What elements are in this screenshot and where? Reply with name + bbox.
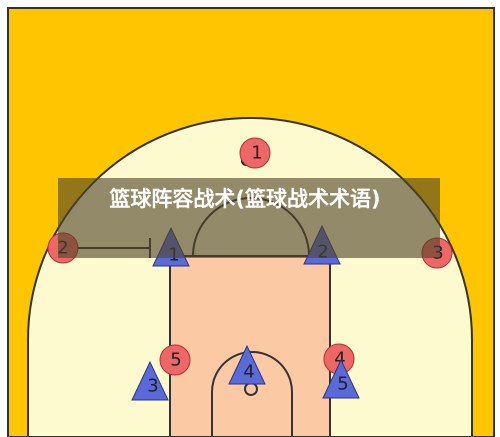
defense-player-label: 3: [147, 376, 158, 397]
offense-player-5: 5: [159, 344, 191, 376]
defense-triangle-icon: [131, 360, 169, 401]
offense-player-1: 1: [239, 137, 271, 169]
paint-key: [169, 255, 331, 437]
caption-title: 篮球阵容战术(篮球战术术语): [109, 187, 381, 211]
offense-player-label: 1: [251, 143, 262, 164]
offense-circle-icon: [239, 137, 271, 169]
caption-band: [58, 178, 440, 258]
defense-player-4: 4: [228, 344, 266, 385]
defense-player-label: 5: [337, 374, 348, 395]
defense-triangle-icon: [228, 344, 266, 385]
defense-player-3: 3: [131, 360, 169, 401]
defense-triangle-icon: [322, 358, 360, 399]
defense-player-label: 4: [243, 362, 254, 383]
restricted-arc: [211, 351, 293, 437]
offense-circle-icon: [159, 344, 191, 376]
offense-player-label: 5: [170, 350, 181, 371]
defense-player-5: 5: [322, 358, 360, 399]
offense-player-label: 4: [334, 349, 345, 370]
